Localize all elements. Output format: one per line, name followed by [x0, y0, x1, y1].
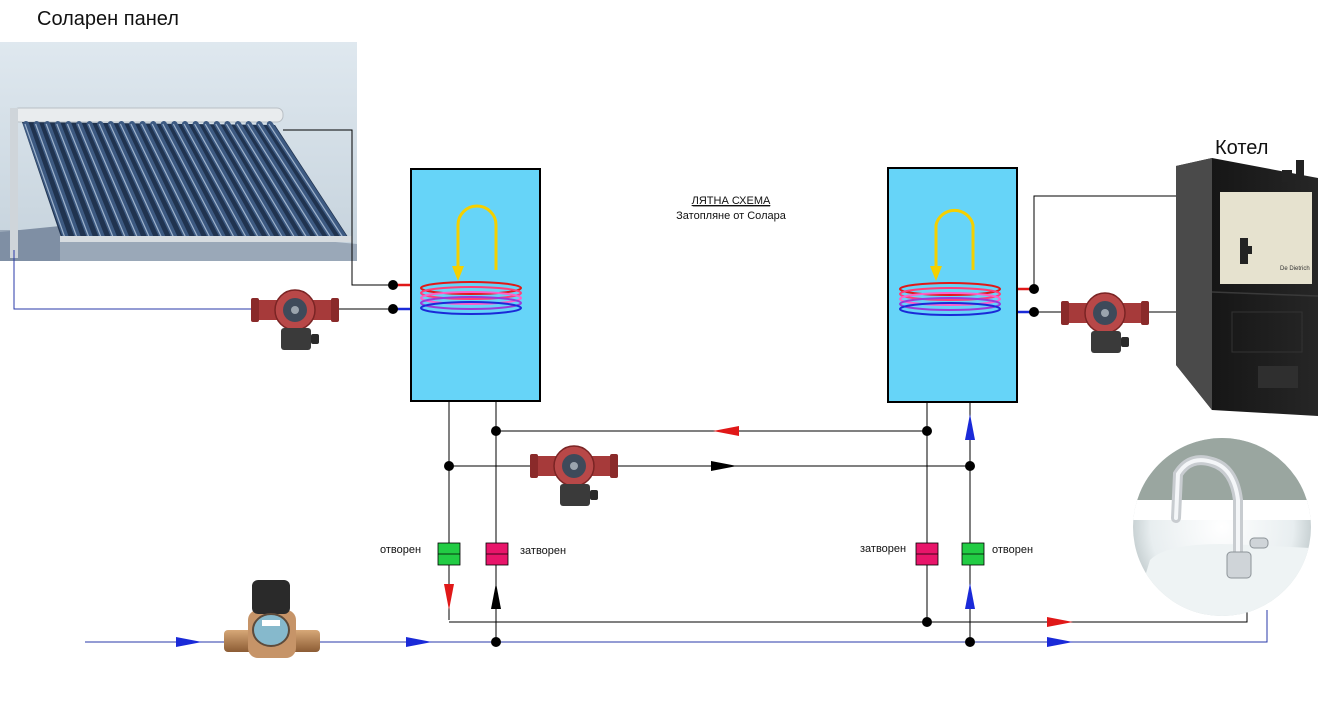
left-coil	[420, 281, 522, 315]
solar-panel-icon	[0, 42, 393, 310]
flow-arrow-icon	[713, 426, 739, 436]
valve-3: затворен	[860, 542, 939, 566]
flow-arrow-icon	[406, 637, 432, 647]
flow-arrow-icon	[965, 414, 975, 440]
valve-3-label: затворен	[860, 543, 906, 555]
valve-2-label: затворен	[520, 545, 566, 557]
solar-pump-icon	[251, 289, 339, 350]
boiler-pump-icon	[1061, 292, 1149, 353]
junction-dot	[1029, 307, 1039, 317]
flow-arrow-icon	[1047, 637, 1073, 647]
right-coil	[899, 282, 1001, 316]
junction-dot	[444, 461, 454, 471]
valve-4: отворен	[961, 542, 1033, 566]
left-tank-flow-arrow-icon	[452, 204, 498, 281]
boiler-icon: De Dietrich	[1176, 158, 1319, 416]
junction-dot	[965, 637, 975, 647]
junction-dot	[491, 637, 501, 647]
valve-1: отворен	[380, 542, 461, 566]
flow-arrows	[176, 414, 1073, 647]
junction-dot	[388, 304, 398, 314]
boiler-label: Котел	[1215, 137, 1268, 159]
flow-arrow-icon	[444, 584, 454, 610]
junction-dot	[388, 280, 398, 290]
flow-arrow-icon	[176, 637, 202, 647]
valve-4-label: отворен	[992, 544, 1033, 556]
flow-arrow-icon	[965, 583, 975, 609]
svg-text:De Dietrich: De Dietrich	[1280, 266, 1310, 272]
pipe-junctions	[388, 280, 1039, 647]
junction-dot	[965, 461, 975, 471]
solar-panel-label: Соларен панел	[37, 8, 179, 30]
junction-dot	[922, 426, 932, 436]
junction-dot	[491, 426, 501, 436]
faucet-icon	[1133, 438, 1311, 616]
junction-dot	[922, 617, 932, 627]
valve-2: затворен	[485, 542, 566, 566]
flow-arrow-icon	[1047, 617, 1073, 627]
scheme-subtitle: Затопляне от Солара	[676, 210, 787, 222]
junction-dot	[1029, 284, 1039, 294]
right-tank-flow-arrow-icon	[930, 208, 975, 281]
flow-arrow-icon	[491, 583, 501, 609]
water-meter-icon	[224, 580, 320, 658]
flow-arrow-icon	[711, 461, 737, 471]
circulation-pump-icon	[530, 445, 618, 506]
scheme-title: ЛЯТНА СХЕМА	[692, 195, 771, 207]
pipework	[85, 195, 1268, 643]
valve-1-label: отворен	[380, 544, 421, 556]
